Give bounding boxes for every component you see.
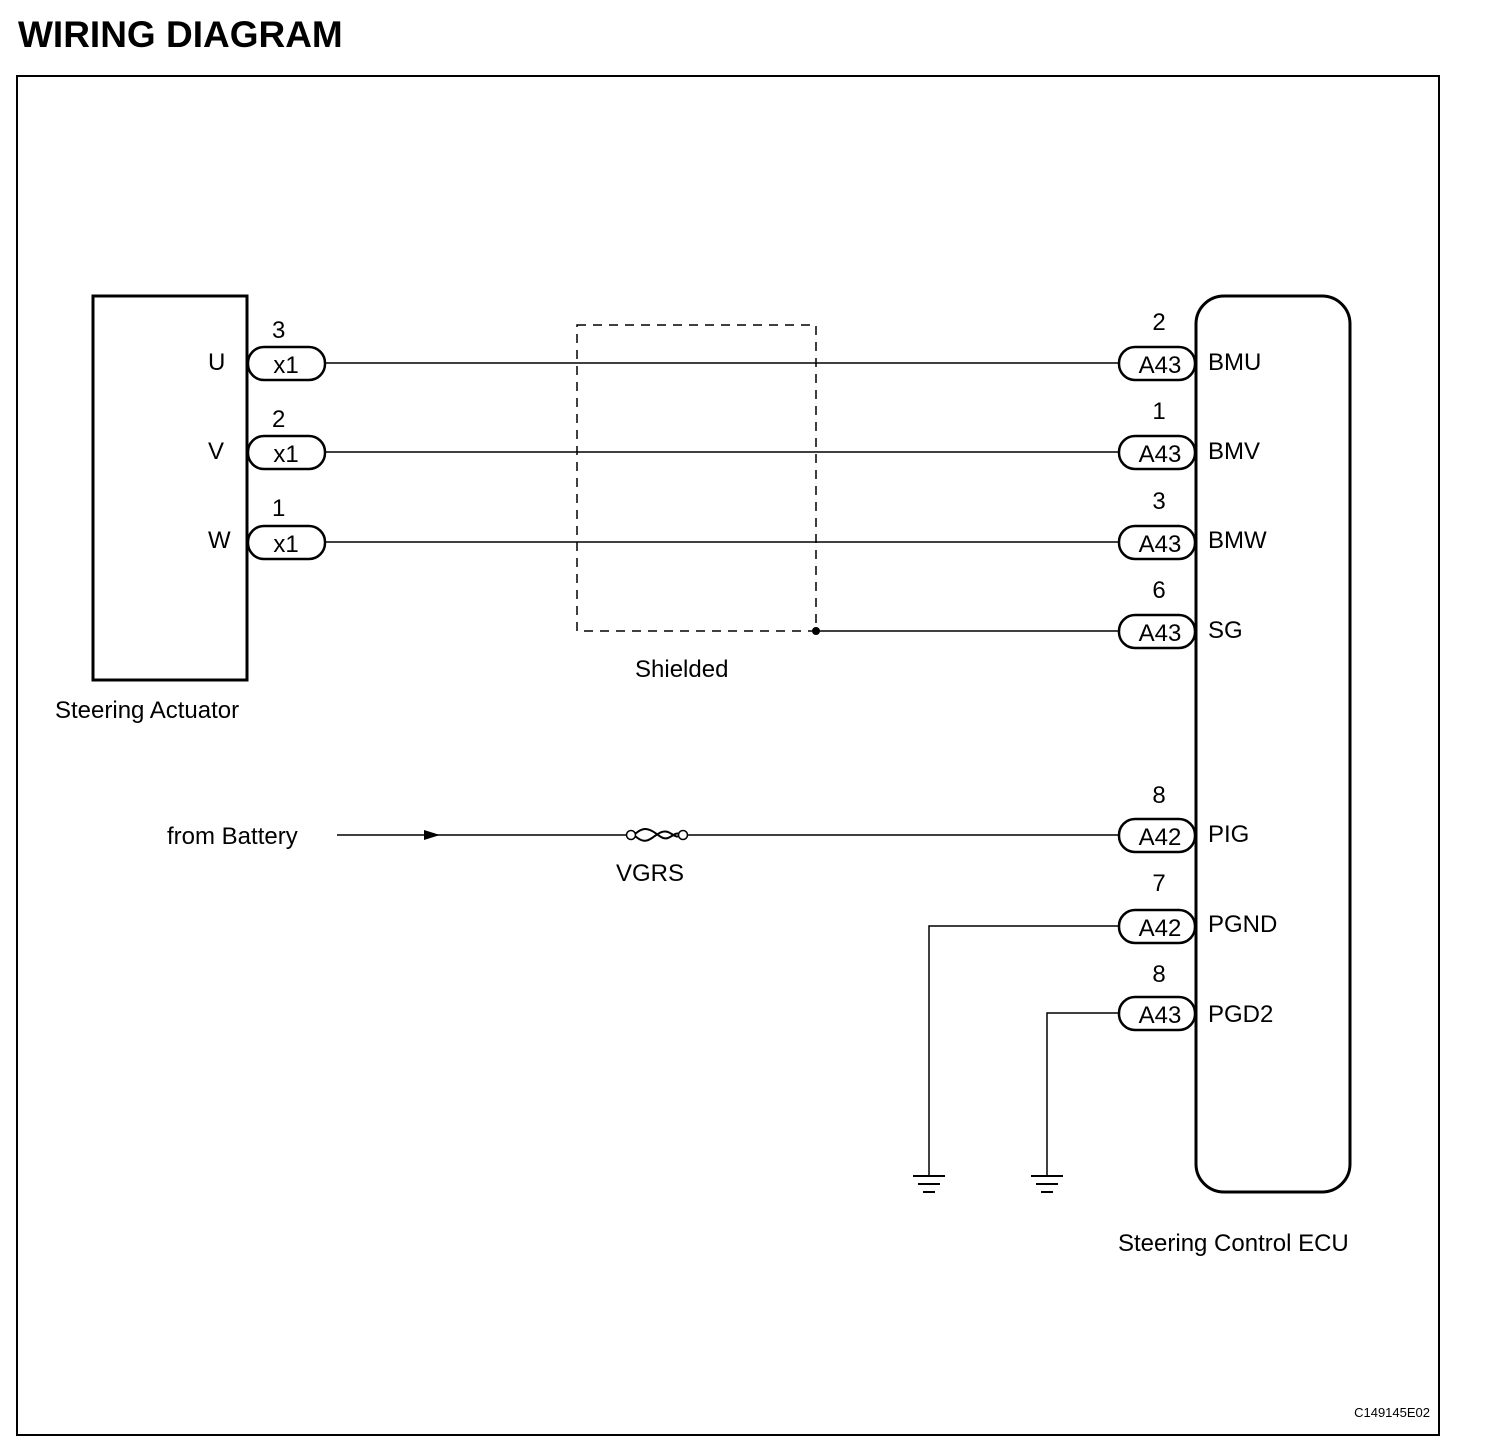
ground-icon	[1031, 1175, 1063, 1193]
steering-actuator-label: Steering Actuator	[55, 697, 239, 724]
actuator-pin-w: W 1 x1	[208, 495, 327, 561]
fuse-label: VGRS	[616, 860, 684, 887]
ecu-pin-pig: 8 A42 PIG	[1117, 782, 1249, 854]
shield-junction-dot	[812, 627, 820, 635]
pin-name: BMW	[1208, 527, 1267, 554]
pin-number: 1	[1152, 398, 1165, 425]
ground-icon	[913, 1175, 945, 1193]
pin-number: 1	[272, 495, 285, 522]
steering-actuator-box	[91, 294, 249, 682]
pin-number: 3	[272, 317, 285, 344]
connector-code: A43	[1139, 441, 1182, 468]
steering-control-ecu-box	[1194, 294, 1352, 1194]
connector-code: A43	[1139, 1002, 1182, 1029]
wire-pgnd-ground	[928, 925, 1119, 1176]
connector-code: x1	[273, 531, 298, 558]
steering-control-ecu-label: Steering Control ECU	[1118, 1230, 1349, 1257]
ecu-pin-bmv: 1 A43 BMV	[1117, 398, 1260, 471]
pin-name: V	[208, 438, 224, 465]
connector-code: x1	[273, 352, 298, 379]
shield-label: Shielded	[635, 656, 728, 683]
pin-number: 3	[1152, 488, 1165, 515]
pin-name: SG	[1208, 617, 1243, 644]
pin-name: U	[208, 349, 225, 376]
pin-number: 8	[1152, 782, 1165, 809]
pin-number: 8	[1152, 961, 1165, 988]
connector-code: A43	[1139, 531, 1182, 558]
ecu-pin-bmw: 3 A43 BMW	[1117, 488, 1267, 561]
diagram-frame	[16, 75, 1440, 1436]
ecu-pin-bmu: 2 A43 BMU	[1117, 309, 1261, 382]
connector-code: A42	[1139, 915, 1182, 942]
actuator-pin-v: V 2 x1	[208, 406, 327, 471]
arrow-icon	[424, 830, 440, 840]
pin-name: W	[208, 527, 231, 554]
pin-name: PIG	[1208, 821, 1249, 848]
ecu-pin-pgd2: 8 A43 PGD2	[1117, 961, 1273, 1032]
pin-number: 2	[272, 406, 285, 433]
connector-code: A43	[1139, 352, 1182, 379]
pin-number: 2	[1152, 309, 1165, 336]
battery-label: from Battery	[167, 823, 298, 850]
wire-pgd2-ground	[1046, 1012, 1119, 1176]
connector-code: x1	[273, 441, 298, 468]
shield-box	[576, 324, 817, 632]
connector-code: A43	[1139, 620, 1182, 647]
pin-name: PGND	[1208, 911, 1277, 938]
pin-number: 7	[1152, 870, 1165, 897]
connector-code: A42	[1139, 824, 1182, 851]
pin-name: PGD2	[1208, 1001, 1273, 1028]
pin-name: BMV	[1208, 438, 1260, 465]
ecu-pin-pgnd: 7 A42 PGND	[1117, 870, 1277, 945]
actuator-pin-u: U 3 x1	[208, 317, 327, 382]
pin-number: 6	[1152, 577, 1165, 604]
ecu-pin-sg: 6 A43 SG	[1117, 577, 1243, 650]
pin-name: BMU	[1208, 349, 1261, 376]
page-title: WIRING DIAGRAM	[18, 14, 343, 55]
figure-code: C149145E02	[1354, 1405, 1430, 1420]
fuse-icon	[625, 828, 689, 842]
